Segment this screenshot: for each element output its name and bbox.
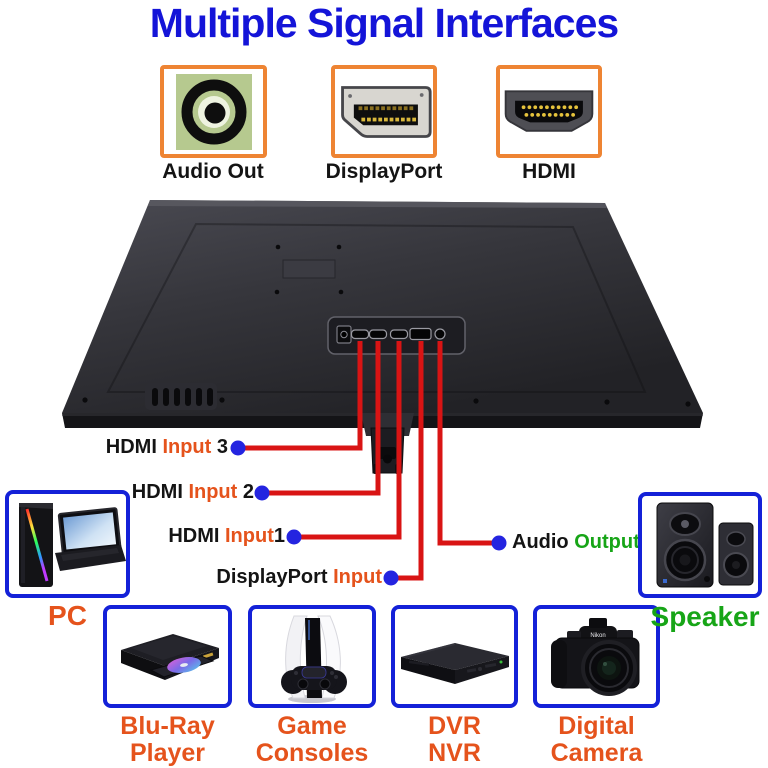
connector-card-hdmi xyxy=(496,65,602,158)
connector-label-audio-out: Audio Out xyxy=(162,160,264,183)
hdmi-port-2 xyxy=(368,329,388,340)
device-label-line: NVR xyxy=(428,738,481,767)
hdmi-port-1 xyxy=(389,329,409,340)
digital-camera-image: Nikon xyxy=(551,617,640,696)
device-box-game-consoles xyxy=(248,605,376,708)
line-displayport-input xyxy=(393,341,424,581)
label-displayport-input: DisplayPort Input xyxy=(216,566,382,589)
displayport-port xyxy=(409,327,432,341)
label-text: Input xyxy=(188,481,238,503)
blu-ray-player-image xyxy=(121,633,219,680)
audio-port xyxy=(434,328,446,340)
pc-image xyxy=(19,502,126,587)
device-label-line: Consoles xyxy=(255,738,369,767)
dot-hdmi-input-2 xyxy=(254,485,270,501)
label-text: HDMI xyxy=(131,481,189,503)
label-text: Output xyxy=(574,531,640,553)
label-text: 3 xyxy=(211,436,228,458)
device-box-digital-camera: Nikon xyxy=(533,605,660,708)
device-label-line: Blu-Ray xyxy=(120,712,215,740)
device-label-line: PC xyxy=(48,600,87,631)
device-label-digital-camera: Digital Camera xyxy=(529,713,664,767)
label-text: DisplayPort xyxy=(216,566,334,588)
label-text: 1 xyxy=(273,525,285,547)
device-label-line: DVR xyxy=(428,712,481,740)
audio-jack-icon xyxy=(175,73,252,150)
device-label-line: Player xyxy=(129,738,206,767)
page-title: Multiple Signal Interfaces xyxy=(149,0,619,46)
connector-label-displayport: DisplayPort xyxy=(325,160,443,183)
dot-hdmi-input-1 xyxy=(286,529,302,545)
label-text: Audio xyxy=(512,531,575,553)
line-hdmi-input-1 xyxy=(296,341,402,540)
connector-card-displayport xyxy=(331,65,437,158)
line-hdmi-input-3 xyxy=(240,341,363,451)
device-label-dvr-nvr: DVR NVR xyxy=(387,713,522,767)
dot-audio-output xyxy=(491,535,507,551)
label-hdmi-input-3: HDMI Input 3 xyxy=(106,436,228,459)
connection-lines xyxy=(240,341,497,581)
connector-label-hdmi: HDMI xyxy=(522,160,576,183)
label-text: Input xyxy=(162,436,212,458)
label-text: HDMI xyxy=(105,436,163,458)
device-box-speaker xyxy=(638,492,762,598)
device-box-blu-ray xyxy=(103,605,232,708)
label-audio-output: Audio Output xyxy=(512,531,640,554)
label-text: Input xyxy=(333,566,382,588)
device-label-line: Digital xyxy=(558,712,635,740)
dot-displayport-input xyxy=(383,570,399,586)
label-text: Input xyxy=(225,525,274,547)
dvr-image xyxy=(401,642,509,684)
hdmi-port-3 xyxy=(350,329,370,340)
device-label-game-consoles: Game Consoles xyxy=(244,713,380,767)
label-hdmi-input-2: HDMI Input 2 xyxy=(132,481,254,504)
line-audio-output xyxy=(437,341,497,546)
device-box-pc xyxy=(5,490,130,598)
monitor-body xyxy=(62,200,703,428)
device-label-line: Game xyxy=(277,712,347,740)
connector-card-audio-out xyxy=(160,65,267,158)
line-hdmi-input-2 xyxy=(264,341,381,496)
device-label-line: Camera xyxy=(550,738,643,767)
label-hdmi-input-1: HDMI Input1 xyxy=(168,525,285,548)
vent-slots xyxy=(145,383,217,410)
monitor-stand xyxy=(361,413,414,474)
connection-dots xyxy=(230,440,507,586)
camera-brand-text: Nikon xyxy=(590,633,605,639)
dot-hdmi-input-3 xyxy=(230,440,246,456)
power-port xyxy=(336,325,352,344)
device-label-blu-ray: Blu-Ray Player xyxy=(99,713,236,767)
speaker-image xyxy=(656,502,753,587)
device-label-speaker: Speaker xyxy=(642,602,768,632)
game-console-image xyxy=(281,615,347,703)
hdmi-icon xyxy=(504,89,594,132)
device-box-dvr-nvr xyxy=(391,605,518,708)
label-text: 2 xyxy=(237,481,254,503)
label-text: HDMI xyxy=(168,525,225,547)
device-label-pc: PC xyxy=(15,601,120,631)
displayport-icon xyxy=(341,85,432,138)
device-label-line: Speaker xyxy=(650,601,760,632)
